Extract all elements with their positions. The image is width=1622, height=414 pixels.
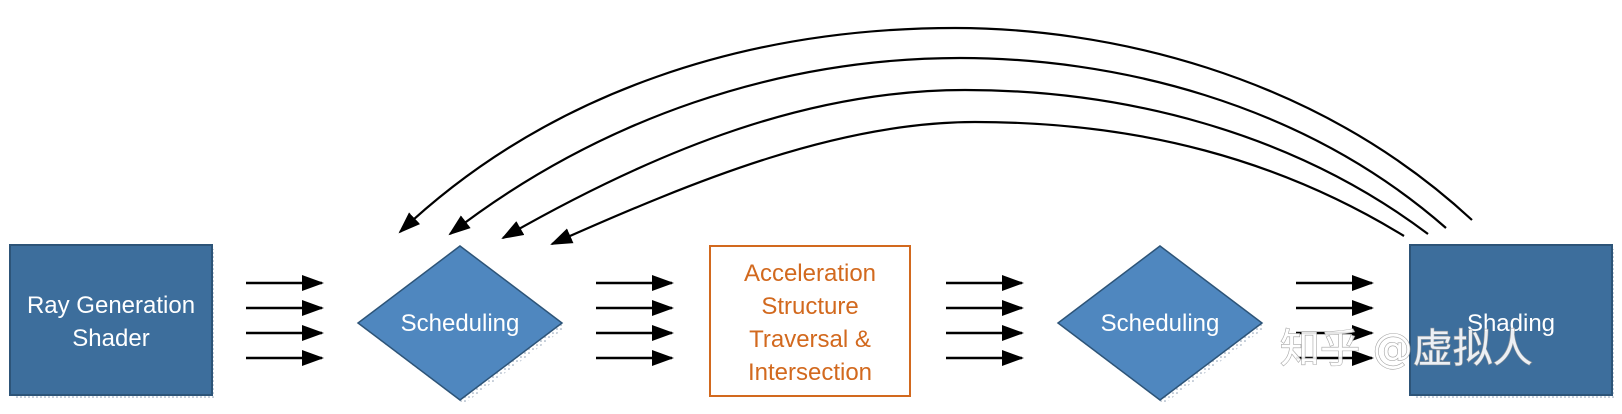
acceleration-label-line1: Acceleration bbox=[744, 260, 876, 287]
feedback-arc-1 bbox=[398, 26, 1473, 234]
shading-node: Shading bbox=[1409, 244, 1616, 399]
acceleration-label-line4: Intersection bbox=[748, 359, 872, 386]
scheduling-label-2: Scheduling bbox=[1101, 310, 1220, 337]
arrow-group-3 bbox=[946, 275, 1024, 366]
feedback-arc-2 bbox=[448, 56, 1447, 236]
scheduling-node-1: Scheduling bbox=[356, 245, 566, 404]
shading-label: Shading bbox=[1467, 310, 1555, 337]
feedback-arc-3 bbox=[501, 88, 1429, 239]
arrow-group-2 bbox=[596, 275, 674, 366]
feedback-arc-4 bbox=[550, 120, 1405, 246]
scheduling-label-1: Scheduling bbox=[401, 310, 520, 337]
watermark-text: 知乎 @虚拟人 bbox=[1280, 326, 1533, 372]
acceleration-label-line3: Traversal & bbox=[749, 326, 871, 353]
ray-generation-label-line1: Ray Generation bbox=[27, 292, 195, 319]
scheduling-node-2: Scheduling bbox=[1056, 245, 1266, 404]
ray-generation-label-line2: Shader bbox=[72, 325, 149, 352]
acceleration-node: Acceleration Structure Traversal & Inter… bbox=[709, 245, 911, 397]
ray-generation-node: Ray Generation Shader bbox=[9, 244, 216, 399]
feedback-arcs bbox=[398, 26, 1473, 246]
arrow-group-4 bbox=[1296, 275, 1374, 366]
acceleration-label-line2: Structure bbox=[761, 293, 858, 320]
arrow-group-1 bbox=[246, 275, 324, 366]
